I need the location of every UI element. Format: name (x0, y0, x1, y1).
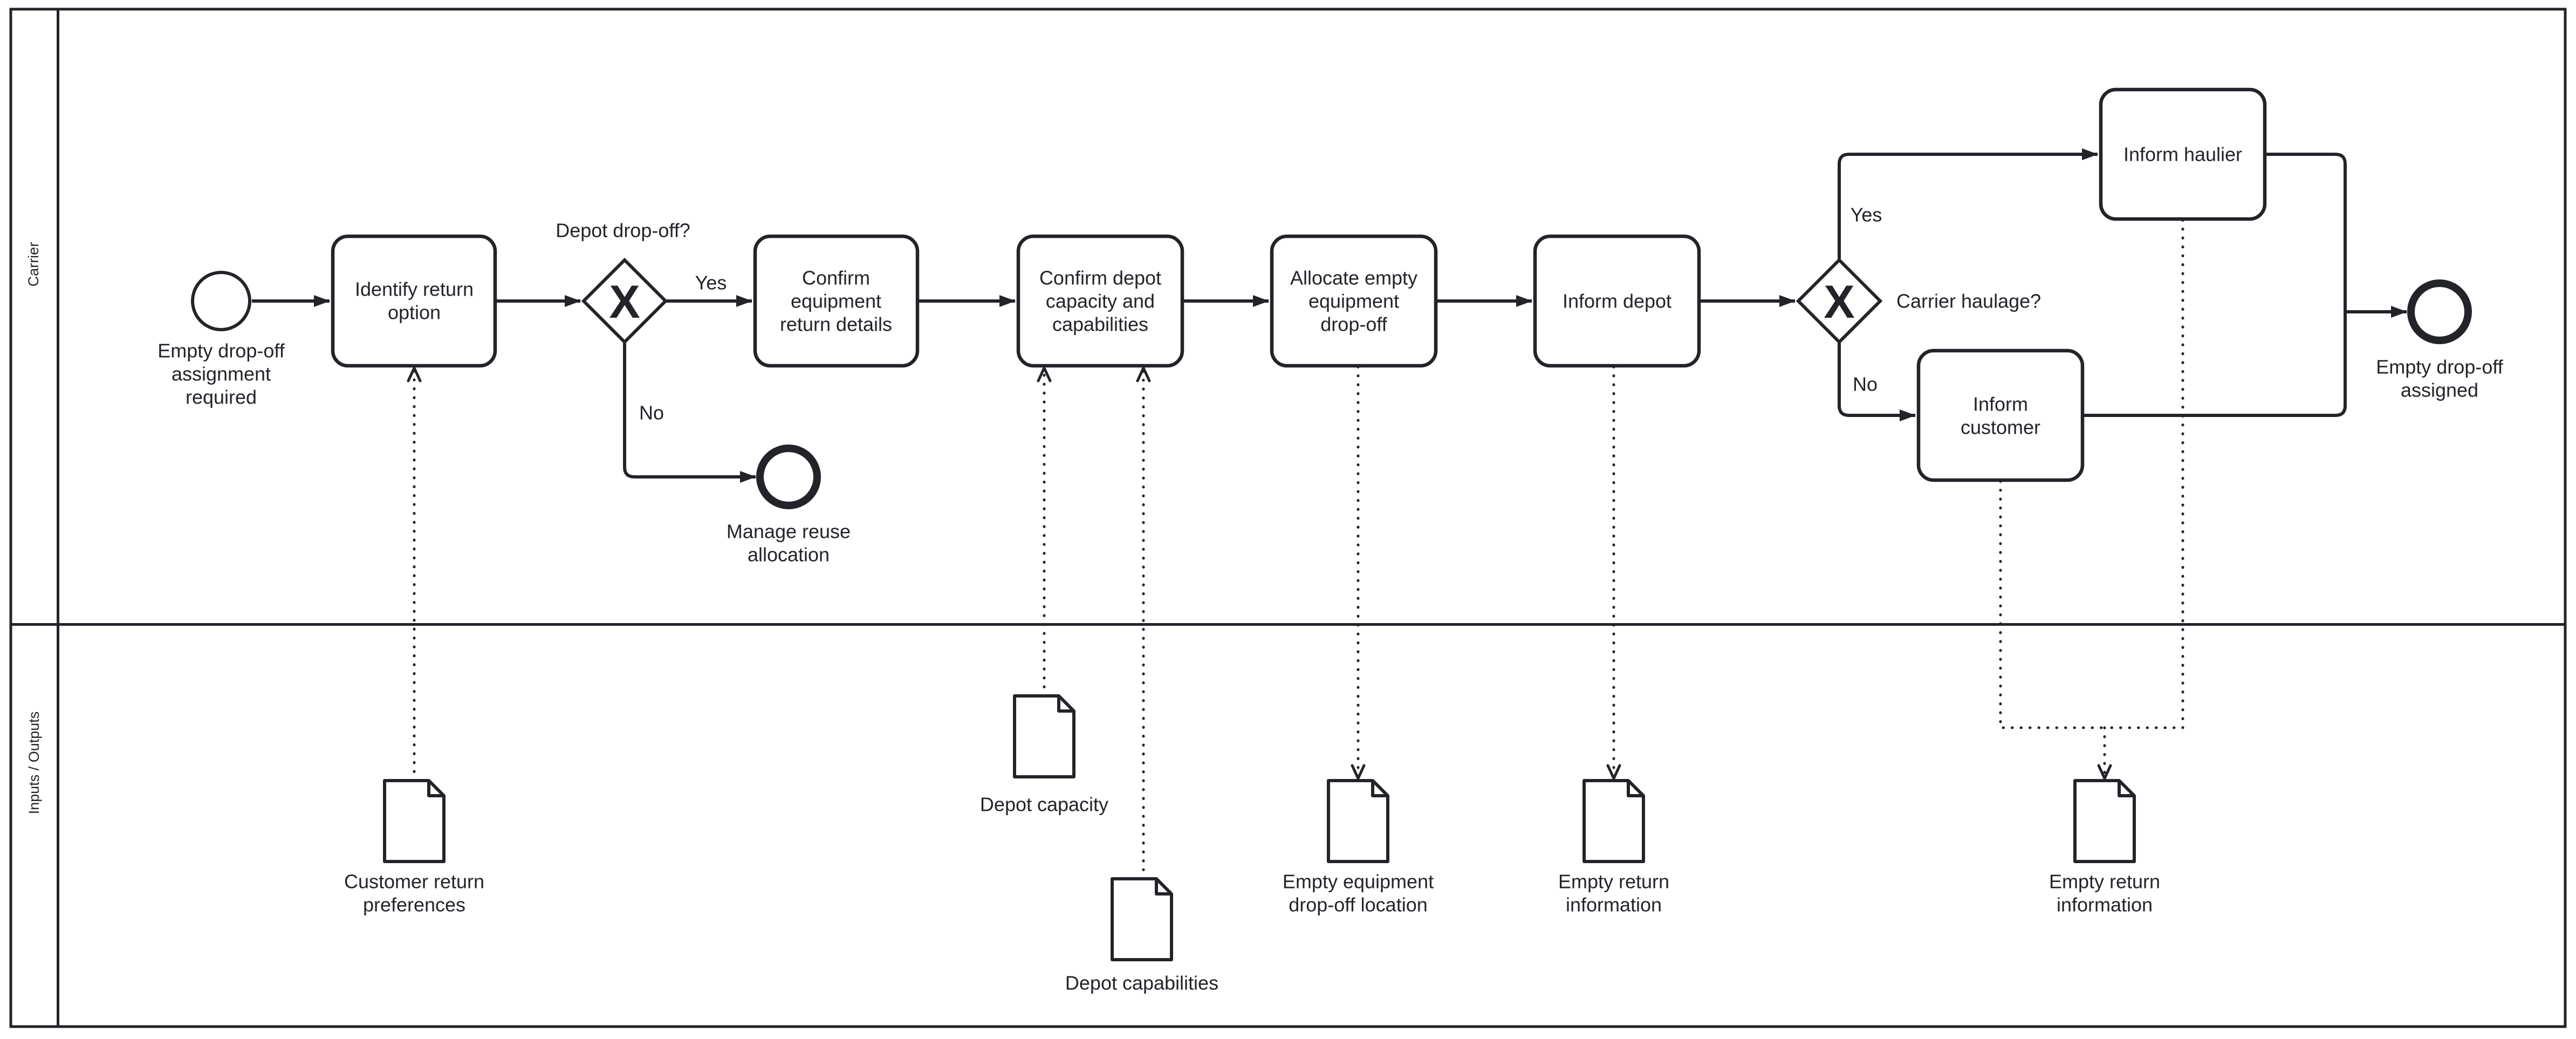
sequence-flows (252, 148, 2407, 483)
end-event-manage-reuse-allocation[interactable] (756, 445, 821, 509)
lane-label-inputs-outputs: Inputs / Outputs (26, 712, 42, 815)
task-label-line: Confirm depot (1039, 267, 1161, 289)
task-label-line: customer (1961, 416, 2040, 439)
end-event-empty-dropoff-assigned[interactable] (2407, 279, 2472, 344)
gateway-depot-dropoff[interactable] (581, 257, 668, 345)
document-customer-return-preferences[interactable] (383, 779, 446, 863)
task-inform-customer-group: Inform customer (1916, 348, 2085, 482)
document-label-line: Customer return (344, 871, 484, 893)
assoc-inform-customer-branch (1999, 480, 2106, 729)
branch-label-no: No (1853, 373, 1878, 395)
document-fold (1371, 781, 1388, 797)
document-empty-return-information-1[interactable] (1582, 779, 1645, 863)
data-associations (407, 218, 2184, 880)
document-depot-capacity[interactable] (1013, 694, 1075, 778)
start-event-label-line: required (186, 386, 257, 408)
branch-label-yes: Yes (1851, 204, 1882, 226)
start-event-group: Empty drop-off assignment required (157, 271, 285, 408)
document-label-line: Empty equipment (1283, 871, 1434, 893)
lane-label-carrier: Carrier (25, 242, 42, 287)
document-label-line: Depot capacity (980, 794, 1108, 816)
task-label-line: return details (780, 313, 892, 336)
branch-label-no: No (639, 402, 664, 424)
task-allocate-empty-equipment-dropoff[interactable] (1270, 234, 1438, 368)
gateway-x-marker: X (609, 276, 640, 328)
document-label-line: Depot capabilities (1065, 972, 1218, 994)
document-fold (427, 781, 444, 797)
end-event-manage-reuse-allocation-group: Manage reuse allocation (727, 445, 851, 566)
end-event-label-line: assigned (2401, 379, 2478, 401)
document-fold (2118, 781, 2134, 797)
start-event-label-line: assignment (172, 363, 271, 385)
task-label-line: Inform depot (1563, 290, 1671, 312)
flow-gateway2-yes (1838, 148, 2098, 259)
task-confirm-depot-capacity-group: Confirm depot capacity and capabilities (1016, 234, 1184, 368)
document-fold (1627, 781, 1643, 797)
task-inform-haulier[interactable] (2099, 87, 2267, 221)
task-label-line: Identify return (355, 278, 474, 300)
task-label-line: option (388, 302, 441, 324)
doc-empty-return-information-1-group: Empty return information (1558, 779, 1669, 916)
task-label-line: equipment (1308, 290, 1399, 312)
task-identify-return-option-group: Identify return option (331, 234, 497, 368)
gateway-question-label: Depot drop-off? (556, 220, 690, 242)
document-fold (1057, 696, 1074, 713)
document-label-line: information (2057, 894, 2153, 916)
task-label-line: Inform haulier (2123, 143, 2242, 166)
document-label-line: information (1566, 894, 1662, 916)
gateway-carrier-haulage-group: X Carrier haulage? Yes No (1796, 204, 2041, 395)
document-label-line: Empty return (1558, 871, 1669, 893)
start-event-label-line: Empty drop-off (157, 340, 285, 362)
document-label-line: preferences (363, 894, 465, 916)
gateway-carrier-haulage[interactable] (1796, 257, 1883, 345)
task-inform-depot[interactable] (1533, 234, 1701, 368)
doc-depot-capabilities-group: Depot capabilities (1065, 877, 1218, 994)
task-inform-customer[interactable] (1916, 348, 2085, 482)
document-depot-capabilities[interactable] (1111, 877, 1173, 961)
task-label-line: equipment (791, 290, 881, 312)
task-label-line: Confirm (802, 267, 870, 289)
flow-gateway2-no (1838, 343, 1916, 421)
doc-customer-return-preferences-group: Customer return preferences (344, 779, 484, 916)
end-event-label-line: allocation (748, 544, 830, 566)
document-fold (1155, 879, 1171, 896)
task-confirm-equipment-return-details-group: Confirm equipment return details (753, 234, 920, 368)
task-identify-return-option[interactable] (331, 234, 497, 368)
flow-gateway1-no (623, 343, 756, 483)
task-label-line: Inform (1973, 393, 2028, 415)
assoc-inform-haulier-branch (2103, 218, 2184, 729)
task-label-line: capacity and (1046, 290, 1155, 312)
task-inform-haulier-group: Inform haulier (2099, 87, 2267, 221)
pool-border (9, 8, 2567, 1028)
task-label-line: Allocate empty (1290, 267, 1417, 289)
document-empty-return-information-2[interactable] (2073, 779, 2136, 863)
doc-empty-equipment-dropoff-location-group: Empty equipment drop-off location (1283, 779, 1434, 916)
start-event[interactable] (191, 271, 251, 331)
task-label-line: drop-off (1320, 313, 1387, 336)
gateway-x-marker: X (1824, 276, 1854, 328)
end-event-empty-dropoff-assigned-group: Empty drop-off assigned (2376, 279, 2504, 401)
task-inform-depot-group: Inform depot (1533, 234, 1701, 368)
task-label-line: capabilities (1052, 313, 1148, 336)
flow-inform-haulier-to-end (2266, 153, 2347, 312)
doc-depot-capacity-group: Depot capacity (980, 694, 1108, 816)
document-empty-equipment-dropoff-location[interactable] (1327, 779, 1389, 863)
doc-empty-return-information-2-group: Empty return information (2049, 779, 2160, 916)
gateway-depot-dropoff-group: X Depot drop-off? Yes No (556, 220, 727, 424)
flow-inform-customer-to-end (2084, 312, 2347, 417)
task-allocate-empty-equipment-group: Allocate empty equipment drop-off (1270, 234, 1438, 368)
document-label-line: drop-off location (1289, 894, 1428, 916)
pool: Carrier Inputs / Outputs (9, 8, 2567, 1028)
end-event-label-line: Empty drop-off (2376, 356, 2503, 378)
document-label-line: Empty return (2049, 871, 2160, 893)
gateway-question-label: Carrier haulage? (1896, 290, 2041, 312)
task-confirm-depot-capacity-and-capabilities[interactable] (1016, 234, 1184, 368)
branch-label-yes: Yes (695, 272, 727, 294)
task-confirm-equipment-return-details[interactable] (753, 234, 920, 368)
end-event-label-line: Manage reuse (727, 521, 851, 543)
